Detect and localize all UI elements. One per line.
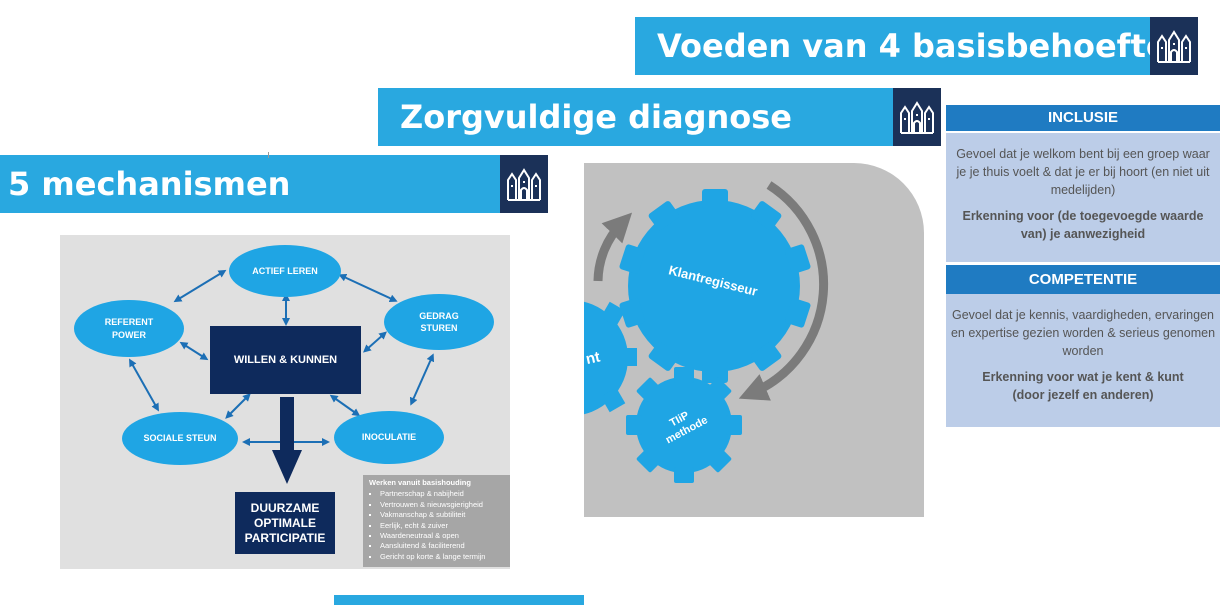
- competentie-text: Gevoel dat je kennis, vaardigheden, erva…: [950, 308, 1216, 358]
- crest-icon: [1150, 17, 1198, 75]
- crest-icon: [893, 88, 941, 146]
- bottom-band: [334, 595, 584, 605]
- legend-basishouding: Werken vanuit basishouding Partnerschap …: [363, 475, 510, 567]
- legend-item: Vakmanschap & subtiliteit: [380, 510, 504, 520]
- gears-panel: nt Klantregisseur: [584, 163, 924, 517]
- competentie-bold: Erkenning voor wat je kent & kunt (door …: [982, 370, 1184, 402]
- inclusie-bold: Erkenning voor (de toegevoegde waarde va…: [962, 209, 1204, 241]
- band-diagnose: Zorgvuldige diagnose: [378, 88, 941, 146]
- band-mechanismen-title: 5 mechanismen: [8, 165, 291, 203]
- competentie-body: Gevoel dat je kennis, vaardigheden, erva…: [946, 294, 1220, 427]
- legend-item: Waardeneutraal & open: [380, 531, 504, 541]
- gear-partial-label: nt: [584, 348, 601, 368]
- inclusie-header: INCLUSIE: [946, 105, 1220, 131]
- gear-partial: [584, 301, 637, 415]
- node-inoculatie: INOCULATIE: [334, 411, 444, 464]
- legend-item: Eerlijk, echt & zuiver: [380, 521, 504, 531]
- node-actief-leren: ACTIEF LEREN: [229, 245, 341, 297]
- outcome-duurzame-participatie: DUURZAME OPTIMALE PARTICIPATIE: [235, 492, 335, 554]
- legend-item: Partnerschap & nabijheid: [380, 489, 504, 499]
- center-willen-kunnen: WILLEN & KUNNEN: [210, 326, 361, 394]
- band-mechanismen: 5 mechanismen: [0, 155, 548, 213]
- crest-icon: [500, 155, 548, 213]
- gear-main: [619, 189, 811, 383]
- band-basisbehoeften: Voeden van 4 basisbehoeften: [635, 17, 1198, 75]
- band-diagnose-title: Zorgvuldige diagnose: [400, 98, 792, 136]
- legend-item: Gericht op korte & lange termijn: [380, 552, 504, 562]
- node-referent-power: REFERENT POWER: [74, 300, 184, 357]
- gear-small: [626, 367, 742, 483]
- legend-title: Werken vanuit basishouding: [369, 478, 471, 487]
- node-sociale-steun: SOCIALE STEUN: [122, 412, 238, 465]
- band-basisbehoeften-title: Voeden van 4 basisbehoeften: [657, 27, 1191, 65]
- node-gedrag-sturen: GEDRAG STUREN: [384, 294, 494, 350]
- competentie-header: COMPETENTIE: [946, 265, 1220, 294]
- inclusie-text: Gevoel dat je welkom bent bij een groep …: [956, 147, 1210, 197]
- inclusie-body: Gevoel dat je welkom bent bij een groep …: [946, 133, 1220, 262]
- legend-list: Partnerschap & nabijheid Vertrouwen & ni…: [369, 489, 504, 562]
- gears-graphic: nt Klantregisseur: [584, 181, 829, 483]
- legend-item: Aansluitend & faciliterend: [380, 541, 504, 551]
- divider-line: [268, 152, 269, 158]
- legend-item: Vertrouwen & nieuwsgierigheid: [380, 500, 504, 510]
